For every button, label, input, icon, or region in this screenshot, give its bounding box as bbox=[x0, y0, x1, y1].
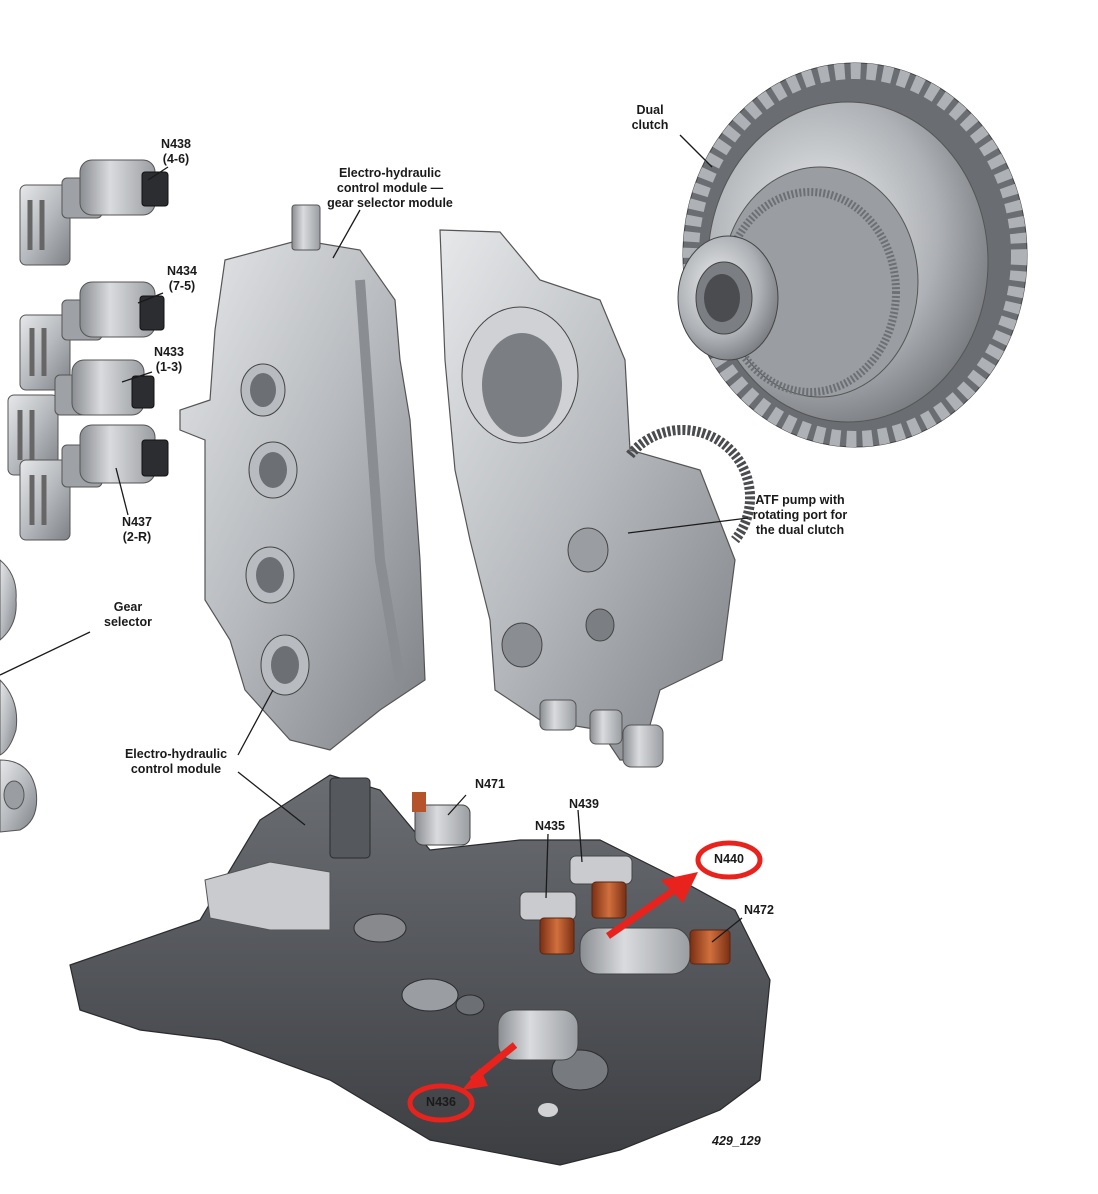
solenoid-n436 bbox=[497, 1009, 579, 1061]
annotation-n436 bbox=[407, 1042, 518, 1123]
solenoid-n440 bbox=[579, 927, 691, 975]
solenoid-valve-n434 bbox=[19, 281, 165, 391]
solenoid-n435 bbox=[519, 891, 577, 955]
label-atf-pump: ATF pump with rotating port for the dual… bbox=[752, 493, 848, 537]
label-n433: N433 (1-3) bbox=[154, 345, 184, 374]
solenoid-n472 bbox=[689, 929, 731, 965]
solenoid-n471 bbox=[412, 792, 471, 846]
dual-clutch bbox=[677, 62, 1028, 448]
label-gear-selector: Gear selector bbox=[104, 600, 152, 629]
label-n437: N437 (2-R) bbox=[122, 515, 152, 544]
label-n438: N438 (4-6) bbox=[161, 137, 191, 166]
annotation-n440 bbox=[606, 840, 763, 939]
atf-pump bbox=[439, 229, 756, 768]
solenoid-valve-n433 bbox=[7, 359, 155, 476]
label-ehcm: Electro-hydraulic control module bbox=[124, 747, 228, 776]
label-n434: N434 (7-5) bbox=[167, 264, 197, 293]
label-ehcm-gear-selector-module: Electro-hydraulic control module — gear … bbox=[327, 166, 453, 210]
label-n435: N435 bbox=[535, 819, 565, 833]
solenoid-valve-n437 bbox=[19, 424, 169, 541]
label-n440: N440 bbox=[714, 852, 744, 866]
solenoid-n439 bbox=[569, 855, 633, 919]
electro-hydraulic-control-module bbox=[69, 774, 771, 1166]
label-n436: N436 bbox=[426, 1095, 456, 1109]
gear-selector-part bbox=[0, 559, 38, 833]
gear-selector-module bbox=[179, 204, 426, 751]
label-n472: N472 bbox=[744, 903, 774, 917]
label-dual-clutch: Dual clutch bbox=[631, 103, 669, 132]
leader-lines bbox=[0, 134, 749, 943]
figure-id: 429_129 bbox=[712, 1134, 761, 1148]
label-n471: N471 bbox=[475, 777, 505, 791]
solenoid-valve-n438 bbox=[19, 159, 169, 266]
label-n439: N439 bbox=[569, 797, 599, 811]
